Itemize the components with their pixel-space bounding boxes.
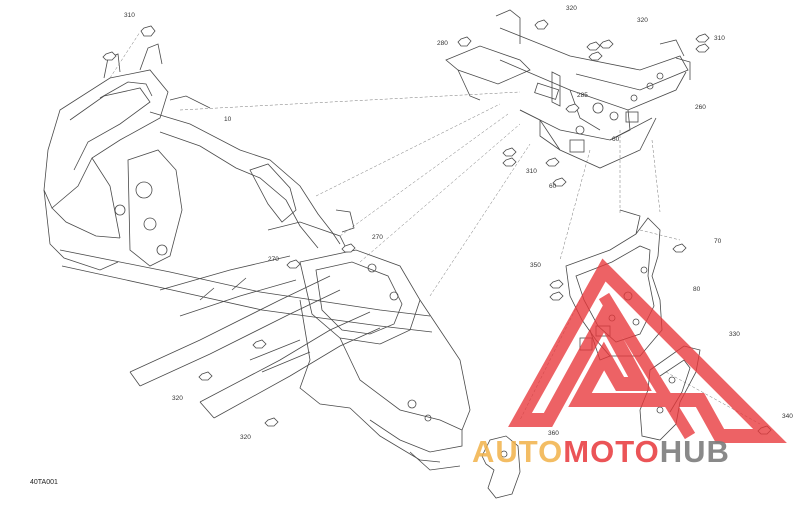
fasteners — [102, 19, 772, 435]
nut-320-top — [534, 19, 549, 30]
watermark-part-hub: HUB — [659, 434, 730, 469]
watermark-part-auto: AUTO — [472, 434, 564, 469]
callout-70: 70 — [714, 238, 722, 245]
nut-350a — [549, 279, 564, 289]
callout-260: 260 — [695, 104, 706, 111]
callout-340: 340 — [782, 413, 793, 420]
callout-285: 285 — [577, 92, 588, 99]
callout-60-lower: 60 — [549, 183, 557, 190]
nut-misc2 — [252, 339, 267, 349]
callout-310-mid: 310 — [526, 168, 537, 175]
nut-320b-3 — [588, 51, 603, 61]
callout-320-right: 320 — [637, 17, 648, 24]
callout-10: 10 — [224, 116, 232, 123]
watermark-part-moto: MOTO — [563, 434, 660, 469]
nut-270b — [286, 259, 301, 269]
callout-80: 80 — [693, 286, 701, 293]
nut-310-mid — [502, 147, 517, 157]
bolt-70 — [672, 243, 687, 253]
nut-310-mid2 — [502, 157, 517, 167]
watermark-wordmark: AUTOMOTOHUB — [472, 434, 730, 470]
callout-270-upper: 270 — [372, 234, 383, 241]
nut-320-left1 — [198, 371, 213, 381]
leader-lines — [109, 31, 761, 425]
upper-bracket-assembly — [445, 9, 691, 169]
main-frame — [43, 43, 471, 471]
callout-320-left1: 320 — [172, 395, 183, 402]
nut-misc3 — [552, 177, 567, 187]
figure-code: 40TA001 — [30, 479, 58, 486]
nut-280 — [457, 36, 472, 47]
callout-310-right: 310 — [714, 35, 725, 42]
callout-310-top: 310 — [124, 12, 135, 19]
nut-60 — [545, 157, 560, 167]
nut-270a — [341, 243, 356, 253]
callout-labels: 310 320 320 280 310 10 285 260 60 310 60… — [124, 5, 793, 441]
nut-320b-1 — [586, 41, 601, 51]
callout-360: 360 — [548, 430, 559, 437]
nut-285 — [565, 103, 580, 113]
hook-bracket — [481, 435, 521, 499]
callout-280: 280 — [437, 40, 448, 47]
callout-350: 350 — [530, 262, 541, 269]
callout-320-left2: 320 — [240, 434, 251, 441]
callout-320-top: 320 — [566, 5, 577, 12]
nut-320-left2 — [264, 417, 279, 427]
callout-330: 330 — [729, 331, 740, 338]
watermark-logo-mark — [508, 258, 787, 443]
nut-350b — [549, 291, 564, 301]
bolt-misc — [102, 51, 117, 61]
callout-60-upper: 60 — [612, 136, 620, 143]
callout-270-lower: 270 — [268, 256, 279, 263]
nut-310-right2 — [695, 43, 710, 53]
nut-310-right — [695, 33, 710, 43]
nut-320b-2 — [599, 39, 614, 49]
nut-310-top — [140, 25, 156, 37]
